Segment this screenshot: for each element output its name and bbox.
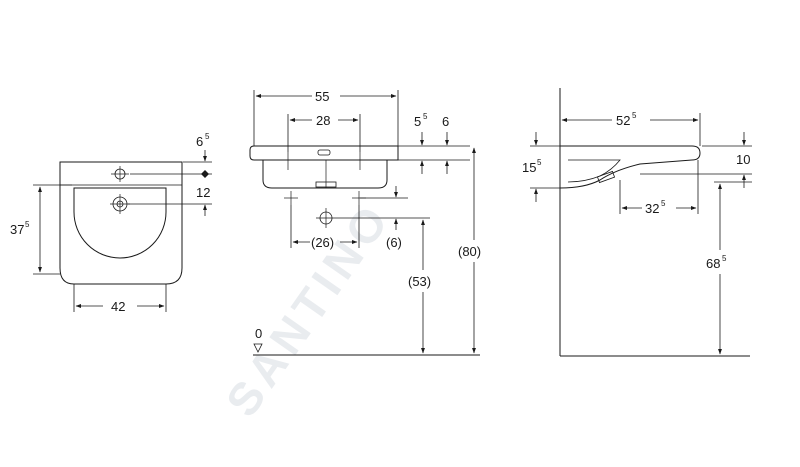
dim-side-rim-b: 6 [420,114,470,174]
waste-connection [284,191,430,228]
svg-text:5: 5 [722,254,727,263]
dim-front-depth: 37 5 [10,184,72,275]
floor-line: 0 [253,326,480,356]
dim-profile-depth: 52 5 [561,111,701,146]
svg-text:15: 15 [522,160,536,175]
front-view: 6 5 12 37 5 42 [10,132,212,314]
dim-profile-bowl-depth: 32 5 [619,160,699,216]
basin-rim [249,145,399,161]
svg-text:68: 68 [706,256,720,271]
svg-text:52: 52 [616,113,630,128]
svg-text:12: 12 [196,185,210,200]
side-view: 55 28 5 5 6 (26) [249,89,481,356]
profile-view: 52 5 15 5 10 32 5 [522,88,752,357]
dim-side-width: 55 [253,89,399,146]
dim-side-waste-height: (53) [408,219,431,354]
svg-text:5: 5 [25,220,30,229]
dim-front-width: 42 [73,284,167,314]
svg-text:6: 6 [196,134,203,149]
dim-side-waste-spacing: (26) [290,205,360,250]
svg-text:37: 37 [10,222,24,237]
svg-text:6: 6 [442,114,449,129]
svg-text:5: 5 [423,112,428,121]
svg-text:5: 5 [205,132,210,141]
dim-front-tap-offset: 12 [128,185,212,216]
svg-text:55: 55 [315,89,329,104]
dim-profile-thickness: 15 5 [522,132,560,202]
dim-profile-height: 68 5 [706,181,752,355]
svg-text:28: 28 [316,113,330,128]
svg-text:(53): (53) [408,274,431,289]
basin-bowl [73,187,167,259]
dim-side-tap-spacing: 28 [287,113,361,152]
dim-side-total-height: (80) [458,147,481,354]
svg-text:(6): (6) [386,235,402,250]
dim-front-top-offset: 6 5 [130,132,212,178]
svg-text:5: 5 [632,111,637,120]
svg-text:10: 10 [736,152,750,167]
svg-text:32: 32 [645,201,659,216]
svg-text:5: 5 [537,158,542,167]
svg-text:42: 42 [111,299,125,314]
dim-side-rim-a: 5 5 [414,112,428,174]
dim-side-waste-drop: (6) [386,186,402,250]
dim-profile-rim: 10 [640,132,752,188]
basin-top-outline [59,161,183,285]
svg-text:5: 5 [414,114,421,129]
floor-level-label: 0 [255,326,262,341]
svg-text:(80): (80) [458,244,481,259]
basin-bowl-section [262,160,388,189]
watermark: SANTINO [216,192,401,426]
svg-text:(26): (26) [311,235,334,250]
basin-profile [559,145,701,189]
svg-text:5: 5 [661,199,666,208]
